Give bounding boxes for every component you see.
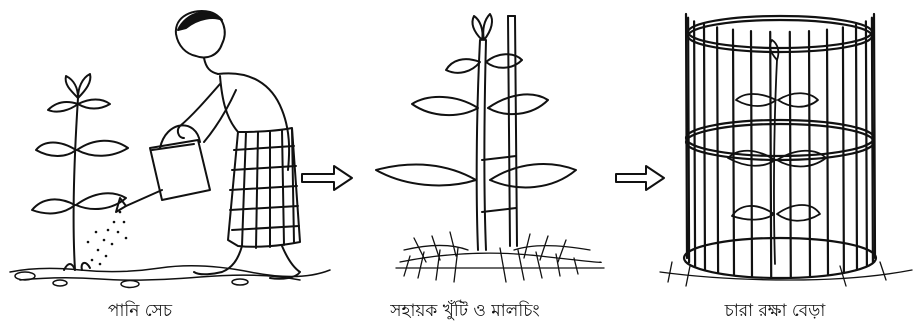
fence-stick xyxy=(874,14,875,258)
caged-plant xyxy=(728,40,826,264)
water-spray xyxy=(87,211,128,266)
arrow-step-2-to-3 xyxy=(616,166,664,190)
fence-stick xyxy=(770,32,771,278)
fence-stick xyxy=(717,27,718,273)
fence-rings xyxy=(684,16,876,278)
fence-stick xyxy=(843,27,844,273)
caption-protective-fence: চারা রক্ষা বেড়া xyxy=(690,298,860,326)
fence-stick xyxy=(856,25,857,270)
supported-plant xyxy=(376,14,576,250)
ground-left xyxy=(10,266,330,288)
fence-stick xyxy=(809,31,810,277)
fence-stick xyxy=(704,25,705,270)
fence-stick xyxy=(694,21,695,266)
caption-watering: পানি সেচ xyxy=(70,298,210,326)
fence-stick xyxy=(751,31,752,277)
fence-stick xyxy=(827,30,828,276)
panel-watering xyxy=(10,11,330,288)
support-stake xyxy=(508,16,517,246)
mulch xyxy=(396,232,604,282)
young-plant xyxy=(32,74,128,270)
panel-stake-mulching xyxy=(376,14,604,282)
fence-stick xyxy=(790,32,791,278)
fence-stick xyxy=(733,30,734,276)
caption-stake-mulching: সহায়ক খুঁটি ও মালচিং xyxy=(355,298,575,326)
watering-can xyxy=(116,125,210,212)
fence-stick xyxy=(872,18,873,263)
ground-right xyxy=(660,262,912,286)
fence-stick xyxy=(688,18,689,263)
panel-protective-fence xyxy=(660,14,912,286)
fence-stick xyxy=(686,14,687,258)
fence-stick xyxy=(866,21,867,266)
arrow-step-1-to-2 xyxy=(302,166,352,190)
